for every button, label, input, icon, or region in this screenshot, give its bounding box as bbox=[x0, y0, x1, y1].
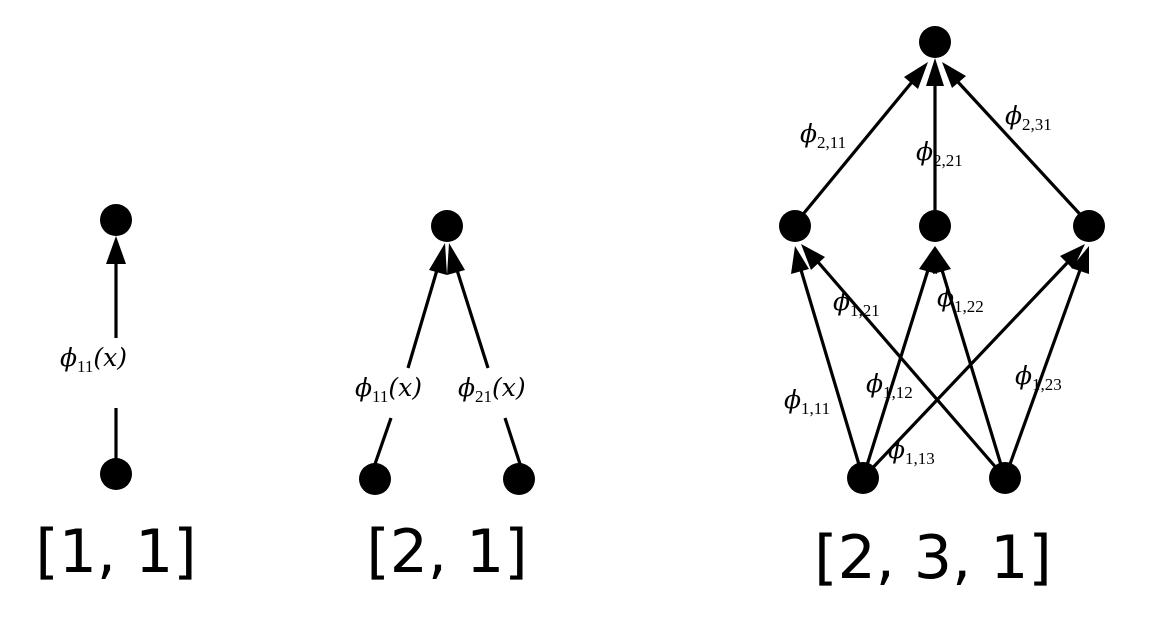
edge-label: ϕ1,22 bbox=[937, 283, 984, 316]
arrowhead bbox=[1060, 244, 1085, 269]
input-node bbox=[503, 463, 535, 495]
arrowhead bbox=[106, 236, 126, 264]
edge-n2-11-lower bbox=[373, 417, 393, 465]
edge-label: ϕ1,12 bbox=[866, 369, 913, 402]
network-2-1: ϕ11(x) ϕ21(x) [2, 1] bbox=[355, 210, 535, 587]
arrowhead bbox=[791, 246, 809, 274]
input-node bbox=[847, 462, 879, 494]
edge-label: ϕ1,21 bbox=[833, 287, 880, 320]
arrowhead bbox=[942, 62, 966, 88]
hidden-node bbox=[919, 210, 951, 242]
arrowhead bbox=[429, 243, 447, 275]
input-node bbox=[359, 463, 391, 495]
edge-1-22 bbox=[940, 269, 1007, 479]
arrowhead bbox=[801, 244, 825, 270]
edge-label: ϕ2,11 bbox=[800, 119, 846, 152]
arrowhead bbox=[926, 58, 944, 86]
hidden-node bbox=[1073, 210, 1105, 242]
input-node bbox=[989, 462, 1021, 494]
hidden-node bbox=[779, 210, 811, 242]
edge-label: ϕ11(x) bbox=[60, 343, 127, 376]
edge-2-11 bbox=[793, 80, 914, 226]
output-node bbox=[919, 26, 951, 58]
network-shape-label: [2, 3, 1] bbox=[814, 523, 1052, 593]
edge-n2-21-lower bbox=[503, 417, 522, 465]
edge-label: ϕ1,23 bbox=[1015, 361, 1062, 394]
network-shape-label: [1, 1] bbox=[35, 517, 196, 587]
edge-1-21 bbox=[816, 260, 1007, 480]
edge-label: ϕ2,31 bbox=[1005, 101, 1052, 134]
edge-1-12 bbox=[861, 269, 930, 479]
arrowhead bbox=[447, 243, 465, 275]
output-node bbox=[100, 204, 132, 236]
output-node bbox=[431, 210, 463, 242]
edge-label: ϕ1,11 bbox=[784, 385, 830, 418]
arrowhead bbox=[1071, 246, 1089, 274]
edge-n2-11-upper bbox=[406, 269, 439, 369]
arrowhead bbox=[933, 246, 951, 274]
network-2-3-1: ϕ2,11 ϕ2,21 ϕ2,31 ϕ1,21 ϕ1,22 ϕ1,11 ϕ1,1… bbox=[779, 26, 1105, 593]
edge-label: ϕ2,21 bbox=[916, 137, 963, 170]
input-node bbox=[100, 458, 132, 490]
arrowhead bbox=[919, 246, 937, 274]
edge-label: ϕ11(x) bbox=[355, 373, 422, 406]
edge-n2-21-upper bbox=[455, 269, 490, 369]
edge-label: ϕ1,13 bbox=[888, 435, 935, 468]
edge-1-13 bbox=[861, 260, 1070, 480]
edge-1-11 bbox=[799, 269, 865, 479]
network-1-1: ϕ11(x) [1, 1] bbox=[35, 204, 197, 587]
edge-label: ϕ21(x) bbox=[458, 373, 526, 406]
edge-1-23 bbox=[1003, 269, 1082, 479]
edge-2-31 bbox=[956, 80, 1091, 226]
arrowhead bbox=[904, 62, 928, 89]
network-shape-label: [2, 1] bbox=[366, 517, 527, 587]
